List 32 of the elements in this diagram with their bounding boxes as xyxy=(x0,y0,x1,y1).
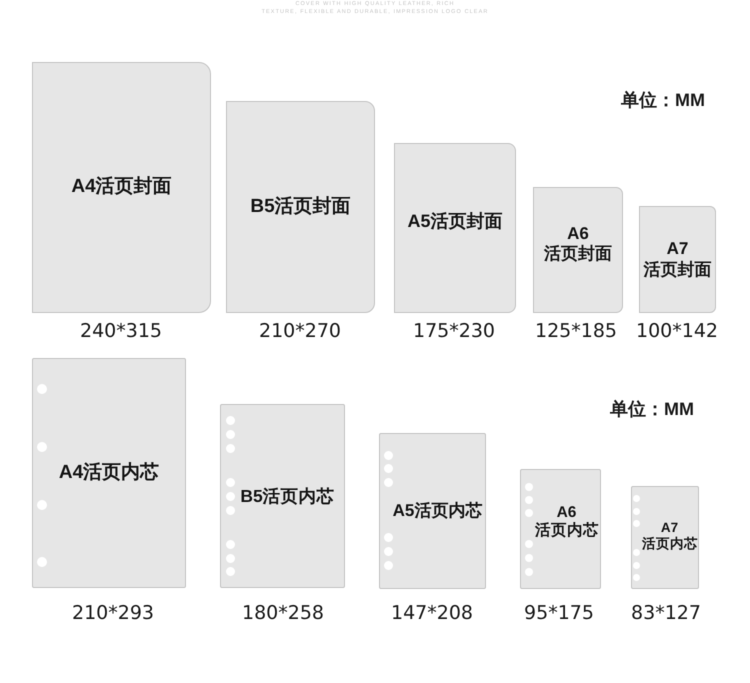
panel-label: A6 活页内芯 xyxy=(535,504,598,540)
size-label: 83*127 xyxy=(631,602,701,624)
panel-label: A4活页封面 xyxy=(71,176,172,199)
cover-panel xyxy=(533,187,623,313)
panel-label: A5活页内芯 xyxy=(392,500,482,522)
cover-panel xyxy=(639,206,716,313)
cover-panel xyxy=(32,62,211,313)
size-label: 147*208 xyxy=(390,602,474,624)
size-label: 240*315 xyxy=(80,320,162,342)
refill-sheet xyxy=(379,433,486,589)
panel-label: A6 活页封面 xyxy=(543,224,613,264)
panel-label: A4活页内芯 xyxy=(58,462,160,484)
refill-sheet xyxy=(631,486,699,589)
size-label: 180*258 xyxy=(242,602,324,624)
panel-label: A7 活页内芯 xyxy=(642,520,697,552)
unit-label: 单位：MM xyxy=(621,89,705,111)
size-label: 210*270 xyxy=(258,320,342,342)
size-label: 95*175 xyxy=(524,602,594,624)
panel-label: A7 活页封面 xyxy=(642,239,712,280)
refill-sheet xyxy=(220,404,345,588)
size-label: 100*142 xyxy=(636,320,718,342)
size-label: 125*185 xyxy=(534,320,618,342)
refill-sheet xyxy=(32,358,186,588)
refill-sheet xyxy=(520,469,601,589)
cover-panel xyxy=(394,143,516,313)
size-label: 175*230 xyxy=(412,320,496,342)
panel-label: B5活页内芯 xyxy=(240,486,335,506)
cover-panel xyxy=(226,101,375,313)
panel-label: A5活页封面 xyxy=(407,211,502,233)
panel-label: B5活页封面 xyxy=(250,196,351,218)
size-label: 210*293 xyxy=(72,602,154,624)
unit-label: 单位：MM xyxy=(610,398,694,420)
